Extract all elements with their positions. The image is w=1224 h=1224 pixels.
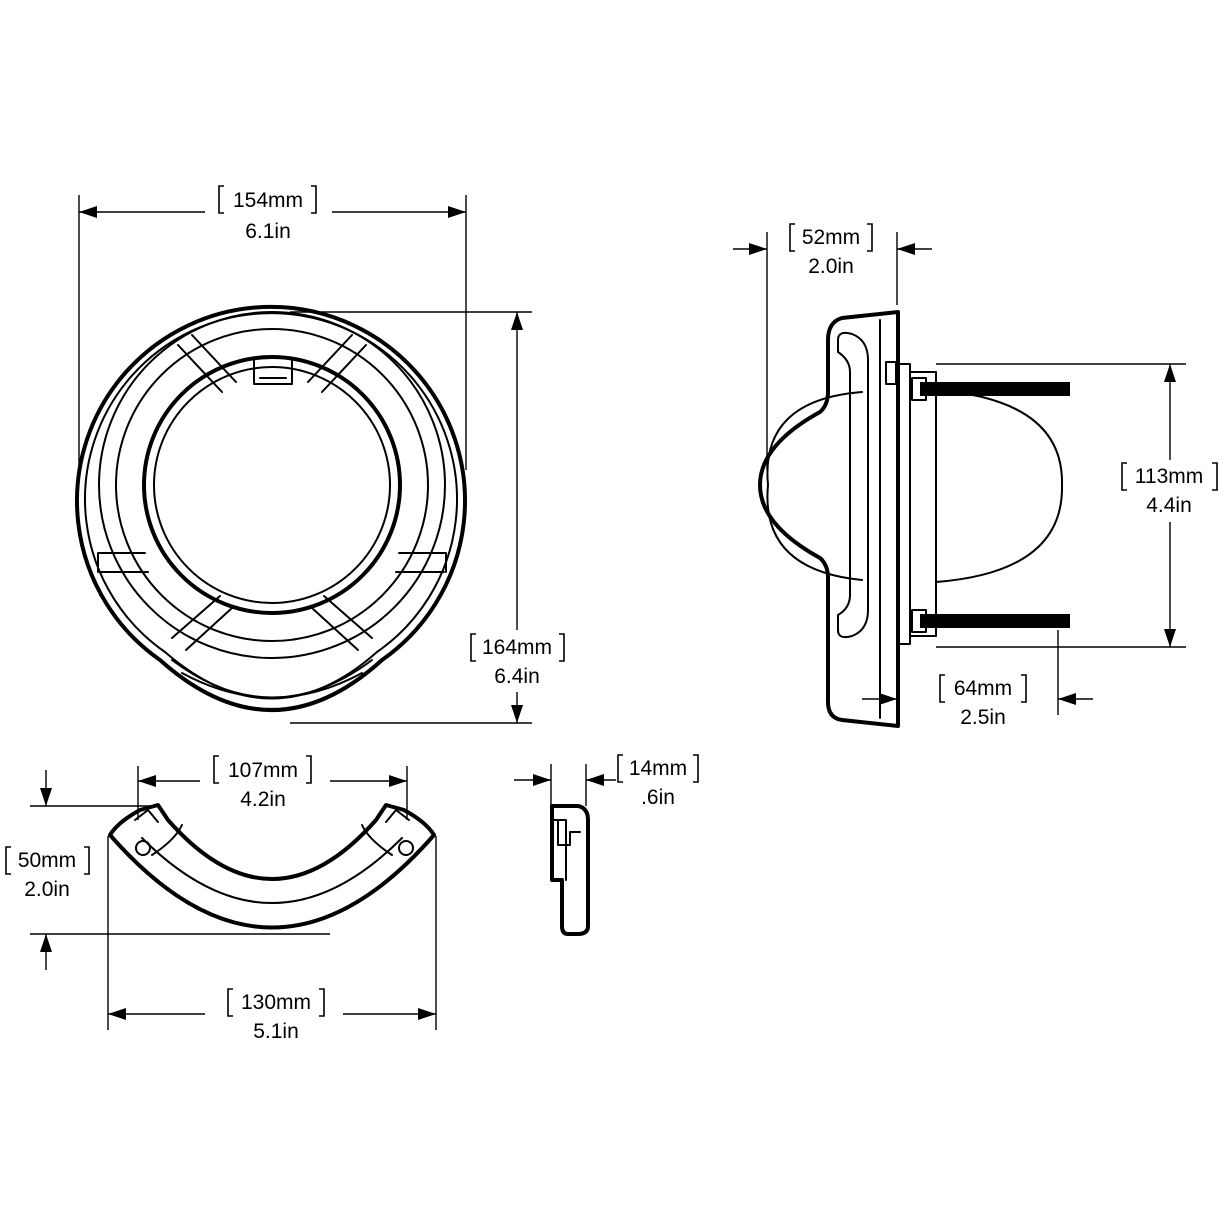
side-nut-bottom bbox=[911, 609, 927, 633]
front-strap-top-left bbox=[177, 334, 237, 393]
side-protrusion-dimension: 64mm 2.5in bbox=[862, 630, 1093, 729]
side-nut-top bbox=[911, 377, 927, 401]
front-width-dimension: 154mm 6.1in bbox=[78, 185, 467, 480]
front-view bbox=[75, 304, 467, 712]
side-mount-plate-inner bbox=[909, 371, 937, 637]
side-height-dimension: 113mm 4.4in bbox=[936, 363, 1218, 648]
side-housing-outline bbox=[758, 310, 900, 728]
side-clip bbox=[885, 361, 897, 385]
front-window-inner bbox=[153, 366, 391, 604]
front-top-tab bbox=[253, 357, 293, 385]
bracket-outline bbox=[108, 803, 436, 930]
bracket-height-in: 2.0in bbox=[24, 878, 70, 901]
front-width-mm: 154mm bbox=[233, 189, 303, 212]
front-ring-outer bbox=[98, 311, 446, 659]
side-depth-dimension: 52mm 2.0in bbox=[733, 223, 932, 470]
bracket-hole-left bbox=[135, 840, 151, 856]
side-housing-rib bbox=[837, 331, 869, 639]
front-height-dimension: 164mm 6.4in bbox=[290, 311, 565, 724]
front-strap-top-right bbox=[307, 334, 367, 393]
bracket-inner-width-dimension: 107mm 4.2in bbox=[137, 755, 408, 820]
front-strap-bottom-left bbox=[171, 595, 233, 651]
bracket-thickness-mm: 14mm bbox=[629, 757, 687, 780]
front-ring-mid bbox=[115, 328, 429, 642]
bracket-thickness-in: .6in bbox=[641, 786, 675, 809]
side-bolt-bottom bbox=[920, 614, 1070, 628]
front-strap-left bbox=[97, 552, 149, 573]
bracket-outer-width-in: 5.1in bbox=[253, 1020, 299, 1043]
front-housing-outline bbox=[75, 304, 467, 712]
bracket-side-tab bbox=[551, 819, 581, 881]
bracket-side-outline bbox=[550, 804, 590, 936]
front-height-mm: 164mm bbox=[482, 636, 552, 659]
bracket-outer-width-dimension: 130mm 5.1in bbox=[107, 836, 437, 1043]
bracket-hole-right bbox=[398, 840, 414, 856]
bracket-inner-width-mm: 107mm bbox=[228, 759, 298, 782]
bracket-inner-width-in: 4.2in bbox=[240, 788, 286, 811]
side-dome-left bbox=[766, 391, 863, 581]
side-height-in: 4.4in bbox=[1146, 494, 1192, 517]
front-window-outer bbox=[142, 355, 402, 615]
front-height-in: 6.4in bbox=[494, 665, 540, 688]
bracket-right-lug bbox=[361, 809, 410, 856]
side-depth-in: 2.0in bbox=[808, 255, 854, 278]
bracket-side-view bbox=[550, 804, 590, 936]
front-strap-bottom-right bbox=[311, 595, 373, 651]
side-height-mm: 113mm bbox=[1135, 465, 1203, 488]
bracket-view bbox=[108, 803, 436, 930]
front-bottom-bracket bbox=[171, 659, 373, 699]
bracket-inner-curve bbox=[141, 837, 403, 904]
bracket-thickness-dimension: 14mm .6in bbox=[514, 754, 699, 809]
side-dome-right bbox=[935, 389, 1064, 583]
side-protrusion-mm: 64mm bbox=[954, 677, 1012, 700]
bracket-height-dimension: 50mm 2.0in bbox=[5, 770, 330, 970]
bracket-height-mm: 50mm bbox=[18, 849, 76, 872]
bracket-left-lug bbox=[134, 809, 183, 856]
front-width-in: 6.1in bbox=[245, 220, 291, 243]
side-view bbox=[758, 310, 1070, 728]
bracket-outer-width-mm: 130mm bbox=[241, 991, 311, 1014]
side-depth-mm: 52mm bbox=[802, 226, 860, 249]
side-bolt-top bbox=[920, 382, 1070, 396]
front-strap-right bbox=[395, 552, 447, 573]
side-protrusion-in: 2.5in bbox=[960, 706, 1006, 729]
